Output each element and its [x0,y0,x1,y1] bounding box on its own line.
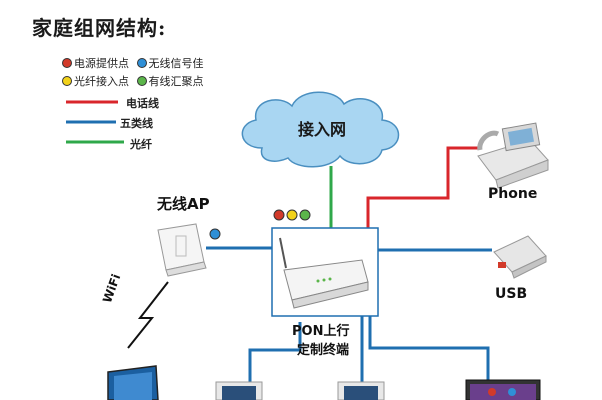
usb-drive-icon [493,235,547,279]
pc1-link [248,322,302,385]
tv-link [368,314,490,385]
page-title: 家庭组网结构: [32,16,167,40]
gateway-label-line1: PON上行 [292,324,350,339]
legend-phone-line-label: 电话线 [126,97,159,110]
legend-wired-label: 有线汇聚点 [148,75,204,88]
green-dot-icon [136,76,147,86]
ap-label: 无线AP [157,195,210,213]
phone-link [366,146,478,232]
red-dot-icon [62,58,72,68]
wifi-signal-icon [127,281,169,349]
wireless-ap-icon [157,223,207,277]
cloud-label: 接入网 [298,120,347,139]
legend-power-label: 电源提供点 [74,57,129,70]
gateway-label-line2: 定制终端 [297,343,350,358]
tv-icon [465,379,541,400]
phone-device-icon [477,122,549,189]
gateway-device-icon [279,237,369,309]
legend-wireless-label: 无线信号佳 [148,57,204,70]
legend-fiber-label: 光纤 [130,138,152,151]
yellow-dot-icon [62,76,72,86]
desktop-pc-icon-2 [337,381,385,400]
laptop-icon [107,365,159,400]
phone-label: Phone [488,186,538,202]
legend-dot-row-2: 光纤接入点 有线汇聚点 [62,73,204,89]
wired-indicator-icon [299,209,311,221]
access-network-cloud [241,91,400,168]
legend-cat5-label: 五类线 [120,117,153,130]
usb-label: USB [495,286,528,302]
power-indicator-icon [273,209,285,221]
desktop-pc-icon-1 [215,381,263,400]
legend-fiber-point-label: 光纤接入点 [74,75,129,88]
blue-dot-icon [136,58,147,68]
wireless-indicator-icon [209,228,221,240]
legend-dot-row-1: 电源提供点 无线信号佳 [62,55,204,71]
fiber-indicator-icon [286,209,298,221]
